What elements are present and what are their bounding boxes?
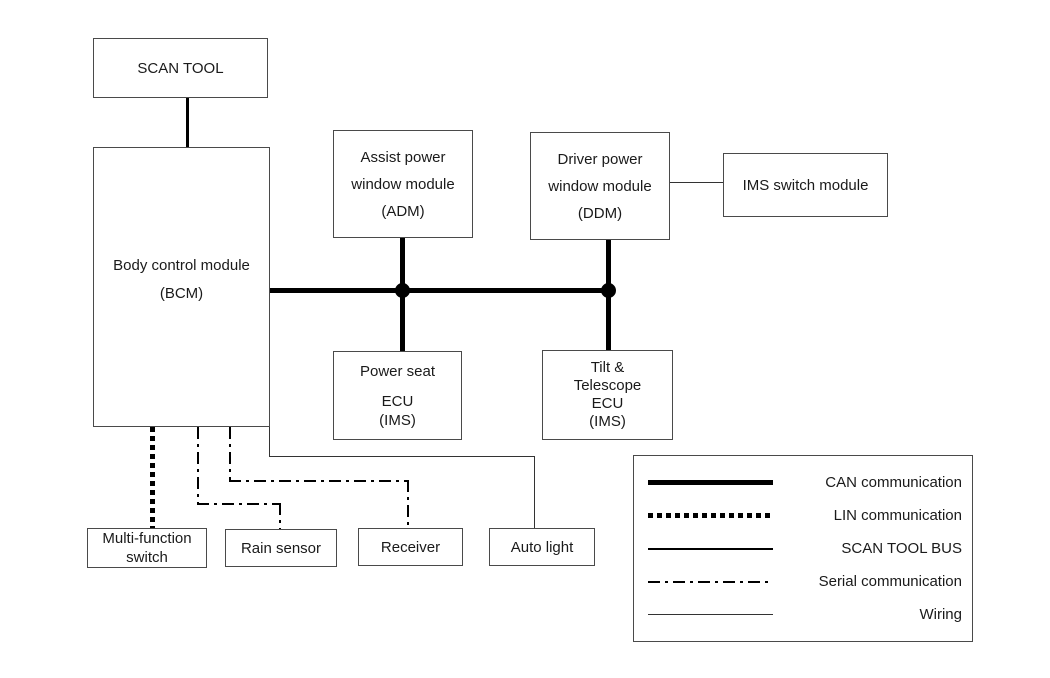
lin-line-sample (648, 513, 773, 518)
node-rain-sensor-label: Rain sensor (240, 539, 322, 557)
node-power-seat-label-line1: Power seat (359, 362, 436, 380)
serial-line-receiver-v1 (229, 427, 231, 482)
node-receiver-label: Receiver (380, 538, 441, 556)
node-bcm-label-line2: (BCM) (159, 285, 204, 302)
node-tilt-label-line4: (IMS) (589, 413, 626, 430)
node-adm: Assist power window module (ADM) (333, 130, 473, 238)
legend-label-wiring: Wiring (919, 606, 962, 623)
serial-line-rain-sensor-h (197, 503, 281, 505)
legend-row-wiring: Wiring (648, 598, 962, 631)
node-ddm-label-line3: (DDM) (577, 204, 623, 222)
node-bcm: Body control module (BCM) (93, 147, 270, 427)
node-auto-light: Auto light (489, 528, 595, 566)
node-adm-label-line2: window module (351, 175, 455, 193)
legend-row-serial: Serial communication (648, 565, 962, 598)
scan-tool-bus-line-sample (648, 547, 773, 550)
node-tilt-label-line2: Telescope (573, 377, 642, 394)
node-tilt-telescope-ecu: Tilt & Telescope ECU (IMS) (542, 350, 673, 440)
node-power-seat-label-line2: ECU (381, 392, 414, 410)
node-bcm-label-line1: Body control module (113, 257, 250, 274)
legend-row-lin: LIN communication (648, 499, 962, 532)
wiring-line-sample (648, 614, 773, 615)
node-ddm-label-line2: window module (548, 177, 652, 195)
can-junction-dot-adm (395, 283, 410, 298)
node-ddm: Driver power window module (DDM) (530, 132, 670, 240)
legend-label-serial: Serial communication (818, 573, 962, 590)
wiring-line-ddm-ims (670, 182, 723, 183)
wiring-line-auto-light-v2 (534, 456, 535, 528)
node-ims-switch-module: IMS switch module (723, 153, 888, 217)
lin-line-multi-function (150, 427, 155, 528)
node-power-seat-ecu: Power seat ECU (IMS) (333, 351, 462, 440)
legend-label-lin: LIN communication (833, 507, 962, 524)
legend-label-scan-tool-bus: SCAN TOOL BUS (841, 540, 962, 557)
legend-row-can: CAN communication (648, 466, 962, 499)
legend-label-can: CAN communication (825, 474, 962, 491)
node-scan-tool: SCAN TOOL (93, 38, 268, 98)
legend-box: CAN communication LIN communication SCAN… (633, 455, 973, 642)
serial-line-receiver-h (229, 480, 409, 482)
wiring-line-auto-light-h (269, 456, 535, 457)
wiring-line-auto-light-v1 (269, 427, 270, 457)
node-auto-light-label: Auto light (510, 538, 574, 556)
node-rain-sensor: Rain sensor (225, 529, 337, 567)
node-tilt-label-line3: ECU (591, 395, 624, 412)
scan-tool-bus-line (186, 98, 189, 147)
legend-row-scan-tool-bus: SCAN TOOL BUS (648, 532, 962, 565)
node-receiver: Receiver (358, 528, 463, 566)
node-adm-label-line1: Assist power (360, 148, 446, 166)
serial-line-receiver-v2 (407, 480, 409, 528)
serial-line-rain-sensor-v2 (279, 503, 281, 529)
node-adm-label-line3: (ADM) (381, 202, 425, 220)
node-multi-function-switch: Multi-function switch (87, 528, 207, 568)
node-tilt-label-line1: Tilt & (590, 359, 625, 376)
node-ddm-label-line1: Driver power (557, 150, 643, 168)
node-scan-tool-label: SCAN TOOL (137, 59, 224, 77)
node-power-seat-label-line3: (IMS) (379, 411, 416, 429)
can-bus-horizontal-line (270, 288, 610, 293)
can-line-sample (648, 480, 773, 485)
can-junction-dot-ddm (601, 283, 616, 298)
node-multi-function-label-line1: Multi-function (102, 530, 192, 547)
node-multi-function-label-line2: switch (126, 549, 168, 566)
node-ims-switch-module-label: IMS switch module (742, 176, 869, 194)
serial-line-rain-sensor-v1 (197, 427, 199, 505)
serial-line-sample (648, 580, 773, 583)
